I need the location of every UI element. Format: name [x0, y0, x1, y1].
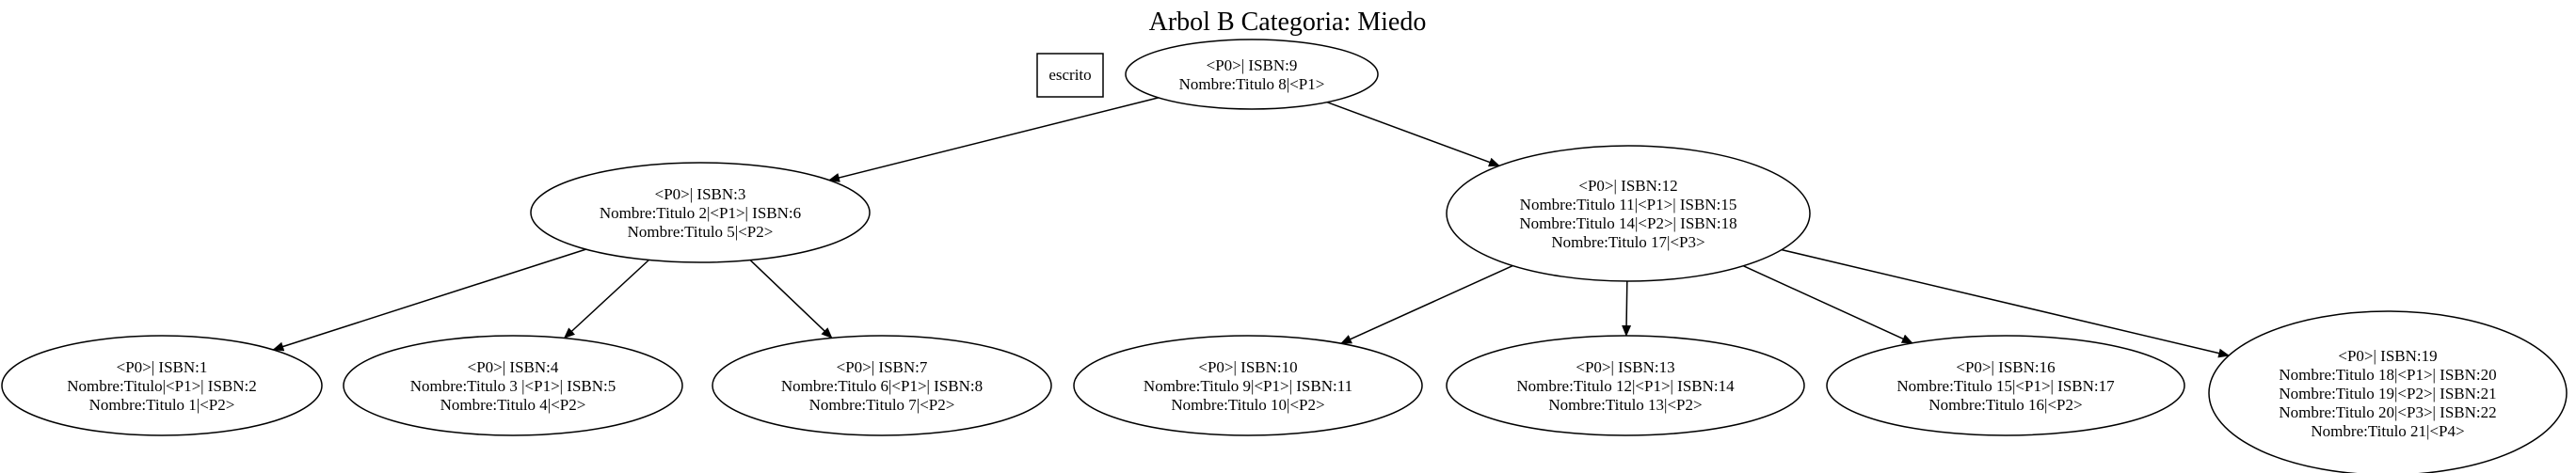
- edge-n-left-to-leaf-1: [272, 248, 586, 352]
- node-ellipse: [1446, 335, 1805, 436]
- node-line: <P0>| ISBN:9: [1207, 56, 1298, 74]
- node-ellipse: [1446, 145, 1811, 282]
- node-line: Nombre:Titulo 16|<P2>: [1928, 396, 2082, 414]
- node-line: <P0>| ISBN:4: [468, 358, 559, 376]
- node-line: Nombre:Titulo 21|<P4>: [2311, 422, 2464, 440]
- edge-n-left-to-leaf-7: [749, 260, 833, 339]
- edge-root-to-n-left: [828, 97, 1159, 182]
- node-ellipse: [2208, 310, 2568, 473]
- node-line: Nombre:Titulo 9|<P1>| ISBN:11: [1144, 377, 1352, 395]
- node-line: Nombre:Titulo 1|<P2>: [89, 396, 235, 414]
- node-line: Nombre:Titulo 5|<P2>: [628, 223, 774, 241]
- node-line: Nombre:Titulo 3 |<P1>| ISBN:5: [410, 377, 616, 395]
- node-line: <P0>| ISBN:10: [1198, 358, 1297, 376]
- node-line: Nombre:Titulo 7|<P2>: [809, 396, 955, 414]
- node-line: <P0>| ISBN:19: [2338, 347, 2437, 365]
- node-line: Nombre:Titulo 10|<P2>: [1171, 396, 1324, 414]
- legend-box: escrito: [1036, 53, 1104, 98]
- node-ellipse: [1826, 335, 2185, 436]
- node-line: Nombre:Titulo 17|<P3>: [1551, 233, 1704, 251]
- node-line: Nombre:Titulo 13|<P2>: [1548, 396, 1702, 414]
- node-line: <P0>| ISBN:7: [837, 358, 928, 376]
- node-line: Nombre:Titulo 19|<P2>| ISBN:21: [2279, 385, 2496, 402]
- node-ellipse: [1125, 39, 1379, 110]
- node-line: Nombre:Titulo 11|<P1>| ISBN:15: [1520, 196, 1737, 213]
- edge-n-left-to-leaf-4: [563, 259, 649, 339]
- edge-n-right-to-leaf-16: [1742, 265, 1913, 344]
- node-line: Nombre:Titulo 4|<P2>: [440, 396, 586, 414]
- node-line: <P0>| ISBN:16: [1956, 358, 2055, 376]
- node-line: Nombre:Titulo 6|<P1>| ISBN:8: [781, 377, 983, 395]
- edge-n-right-to-leaf-19: [1781, 248, 2231, 358]
- edges-layer: [272, 97, 2231, 358]
- node-line: Nombre:Titulo 18|<P1>| ISBN:20: [2279, 366, 2496, 384]
- node-line: Nombre:Titulo 20|<P3>| ISBN:22: [2279, 403, 2496, 421]
- edge-n-right-to-leaf-10: [1339, 264, 1513, 344]
- edge-root-to-n-right: [1326, 101, 1500, 167]
- legend-label: escrito: [1048, 66, 1091, 84]
- node-line: Nombre:Titulo 8|<P1>: [1179, 75, 1325, 93]
- node-line: Nombre:Titulo 12|<P1>| ISBN:14: [1516, 377, 1735, 395]
- node-ellipse: [1, 335, 323, 436]
- edge-n-right-to-leaf-13: [1622, 280, 1632, 337]
- diagram-title: Arbol B Categoria: Miedo: [1149, 8, 1427, 37]
- node-line: Nombre:Titulo 2|<P1>| ISBN:6: [600, 204, 801, 222]
- node-ellipse: [1073, 335, 1423, 436]
- node-line: <P0>| ISBN:3: [655, 185, 746, 203]
- node-ellipse: [343, 335, 683, 436]
- node-ellipse: [530, 162, 871, 263]
- node-line: Nombre:Titulo 15|<P1>| ISBN:17: [1896, 377, 2115, 395]
- node-line: <P0>| ISBN:12: [1578, 177, 1677, 195]
- node-ellipse: [712, 335, 1052, 436]
- node-line: Nombre:Titulo 14|<P2>| ISBN:18: [1519, 214, 1736, 232]
- node-line: <P0>| ISBN:13: [1576, 358, 1674, 376]
- node-line: Nombre:Titulo|<P1>| ISBN:2: [67, 377, 257, 395]
- node-line: <P0>| ISBN:1: [117, 358, 208, 376]
